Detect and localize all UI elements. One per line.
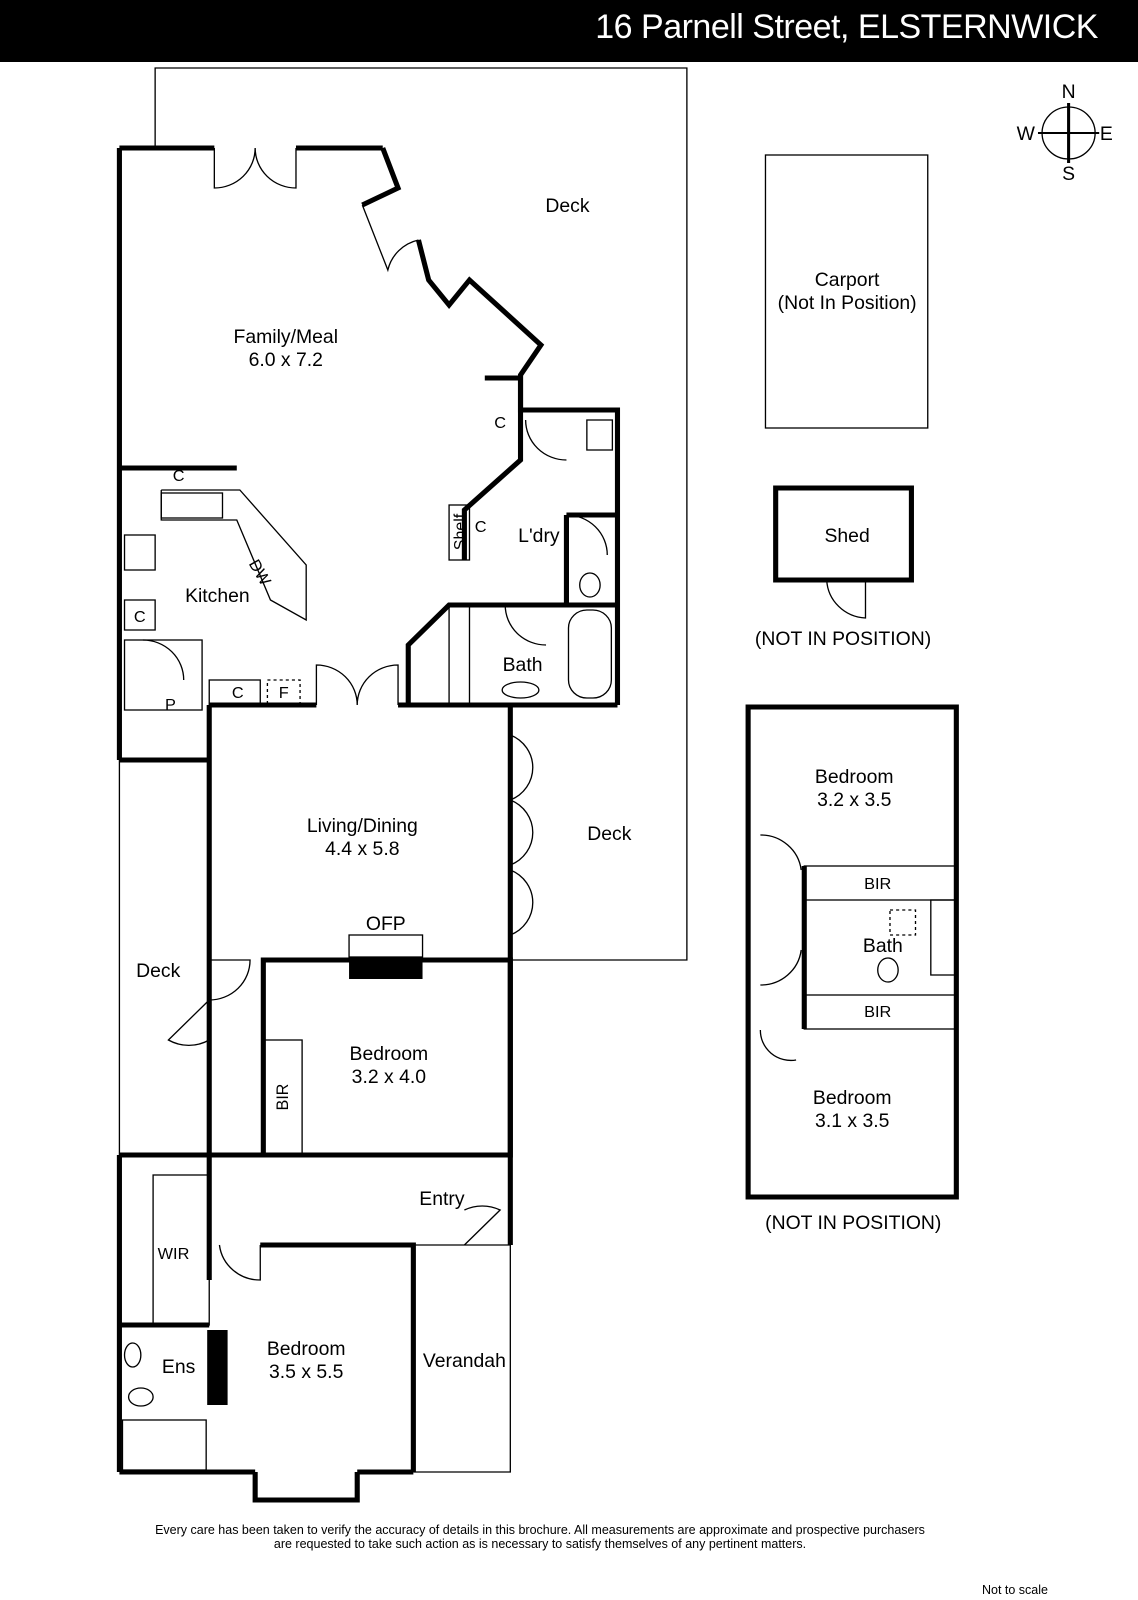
cupboard-label: C [475,518,487,536]
cupboard-label: C [232,684,244,702]
bedroom-2-label: Bedroom [267,1339,346,1360]
carport [764,154,929,429]
deck-right-label: Deck [587,824,632,845]
upper-bir-a-label: BIR [864,875,891,893]
compass-e: E [1100,124,1113,145]
upper-bir-b-label: BIR [864,1003,891,1021]
cupboard-label: C [173,467,185,485]
carport-label: Carport [815,270,880,291]
upper-bedroom-a-dims: 3.2 x 3.5 [817,790,891,811]
living-dining-label: Living/Dining [307,816,418,837]
disclaimer: Every care has been taken to verify the … [0,1523,1080,1551]
verandah-label: Verandah [423,1351,506,1372]
deck-left-label: Deck [136,961,181,982]
compass-w: W [1017,124,1036,145]
cupboard-label: C [134,608,146,626]
compass-n: N [1062,82,1076,103]
deck-outline [118,67,688,1473]
upper-level-note: (NOT IN POSITION) [765,1213,941,1234]
fireplace-label: OFP [366,914,406,935]
fridge-label: F [279,684,289,702]
kitchen-fittings [121,419,614,1471]
shed-note: (NOT IN POSITION) [755,629,931,650]
bedroom-1-label: Bedroom [350,1044,429,1065]
compass-icon: N S E W [1017,82,1113,185]
walls [116,145,621,1503]
bedroom-2-dims: 3.5 x 5.5 [269,1362,343,1383]
kitchen-label: Kitchen [185,586,250,607]
pantry-label: P [165,696,176,714]
bath-label: Bath [503,655,543,676]
entry-label: Entry [419,1189,465,1210]
shed [773,485,914,583]
upper-bath-label: Bath [863,936,903,957]
shed-label: Shed [824,526,869,547]
living-dining-dims: 4.4 x 5.8 [325,839,399,860]
not-to-scale-note: Not to scale [981,1583,1048,1597]
upper-level [745,704,959,1200]
dishwasher-label: DW [245,557,275,590]
family-room-label: Family/Meal [234,327,338,348]
disclaimer-line-1: Every care has been taken to verify the … [155,1523,925,1537]
wir-label: WIR [158,1245,190,1263]
disclaimer-line-2: are requested to take such action as is … [273,1537,807,1551]
carport-note: (Not In Position) [778,293,917,314]
cupboard-label: C [494,414,506,432]
bedroom-1-dims: 3.2 x 4.0 [352,1067,426,1088]
laundry-label: L'dry [518,526,560,547]
upper-bedroom-b-dims: 3.1 x 3.5 [815,1111,889,1132]
address-header: 16 Parnell Street, ELSTERNWICK [0,0,1138,62]
upper-bedroom-b-label: Bedroom [813,1088,892,1109]
bir-label: BIR [274,1084,292,1111]
doors [142,147,867,1281]
shelf-label: Shelf [451,513,469,550]
ensuite-label: Ens [162,1357,195,1378]
address-title: 16 Parnell Street, ELSTERNWICK [595,8,1098,46]
deck-top-label: Deck [545,196,590,217]
family-room-dims: 6.0 x 7.2 [249,350,323,371]
compass-s: S [1062,164,1075,185]
upper-bedroom-a-label: Bedroom [815,767,894,788]
